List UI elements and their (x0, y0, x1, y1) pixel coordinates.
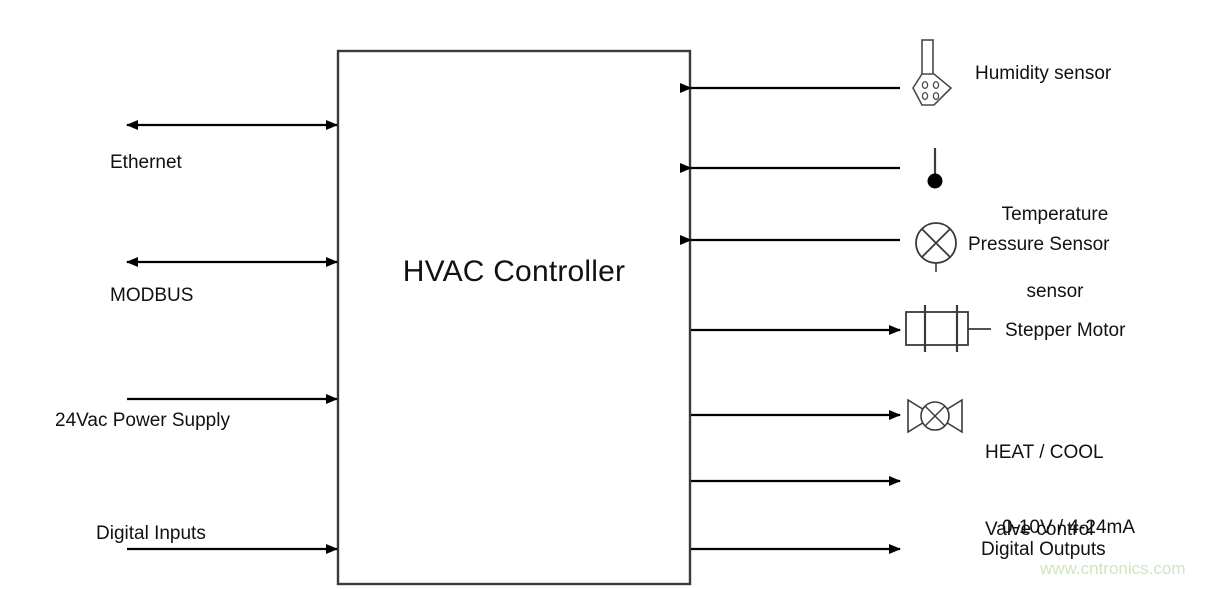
port-label-temperature-sensor: Temperature sensor (975, 150, 1135, 357)
port-label-ethernet: Ethernet (110, 152, 182, 173)
port-label-modbus: MODBUS (110, 285, 194, 306)
port-label-pressure-sensor: Pressure Sensor (968, 234, 1110, 255)
port-label-digital-outputs: Digital Outputs (981, 539, 1106, 560)
port-label-valve-control: HEAT / COOL Valve control (985, 388, 1160, 589)
port-label-valve-control-line2: Valve control (985, 519, 1094, 541)
site-watermark: www.cntronics.com (1040, 559, 1186, 578)
hvac-controller-box (336, 49, 692, 586)
port-label-analog-output-line1: 0-10V / 4-24mA (1001, 516, 1136, 538)
port-label-temperature-sensor-line2: sensor (1026, 281, 1084, 303)
port-label-power-supply: 24Vac Power Supply (55, 410, 230, 431)
port-label-temperature-sensor-line1: Temperature (1001, 203, 1109, 225)
hvac-controller-label: HVAC Controller (402, 255, 626, 288)
port-label-humidity-sensor: Humidity sensor (975, 63, 1112, 84)
port-label-stepper-motor: Stepper Motor (1005, 320, 1126, 341)
port-label-analog-output: 0-10V / 4-24mA Output (981, 463, 1156, 589)
stepper-motor-icon (905, 305, 991, 352)
temperature-sensor-icon (927, 148, 943, 189)
port-label-digital-inputs: Digital Inputs (96, 523, 206, 544)
valve-icon (907, 398, 963, 434)
humidity-sensor-icon (912, 39, 953, 106)
pressure-sensor-icon (915, 222, 957, 272)
port-label-valve-control-line1: HEAT / COOL (985, 441, 1104, 463)
